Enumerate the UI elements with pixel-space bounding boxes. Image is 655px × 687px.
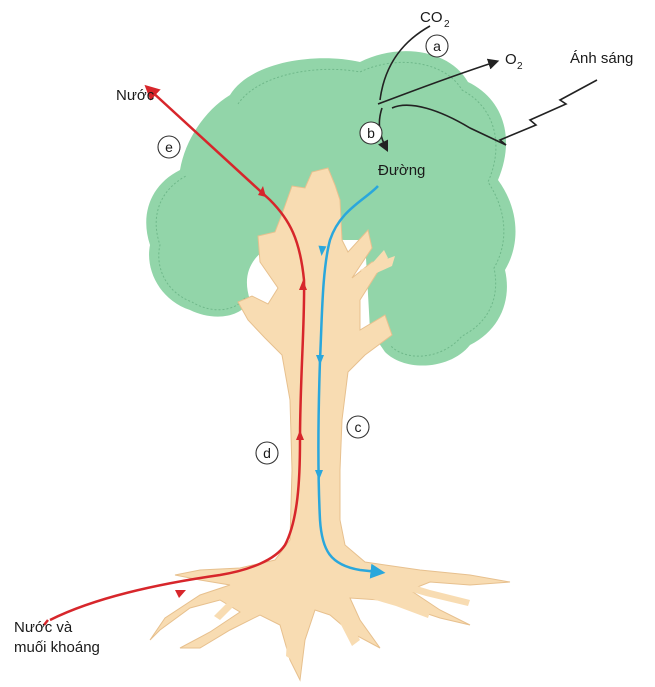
label-water-top: Nước	[116, 87, 155, 104]
label-water-minerals-line1: Nước và	[14, 619, 73, 636]
svg-text:b: b	[367, 125, 375, 141]
svg-text:c: c	[355, 419, 362, 435]
marker-d: d	[256, 442, 278, 464]
label-water-minerals-line2: muối khoáng	[14, 639, 100, 656]
marker-b: b	[360, 122, 382, 144]
svg-text:2: 2	[444, 19, 450, 30]
label-co2: CO 2	[420, 9, 450, 30]
label-sugar: Đường	[378, 162, 425, 179]
marker-c: c	[347, 416, 369, 438]
svg-text:2: 2	[517, 61, 523, 72]
svg-text:a: a	[433, 38, 441, 54]
svg-text:e: e	[165, 139, 173, 155]
label-o2: O 2	[505, 51, 523, 72]
label-light: Ánh sáng	[570, 50, 633, 67]
marker-a: a	[426, 35, 448, 57]
marker-e: e	[158, 136, 180, 158]
svg-text:CO: CO	[420, 9, 443, 26]
svg-text:O: O	[505, 51, 517, 68]
svg-text:d: d	[263, 445, 271, 461]
